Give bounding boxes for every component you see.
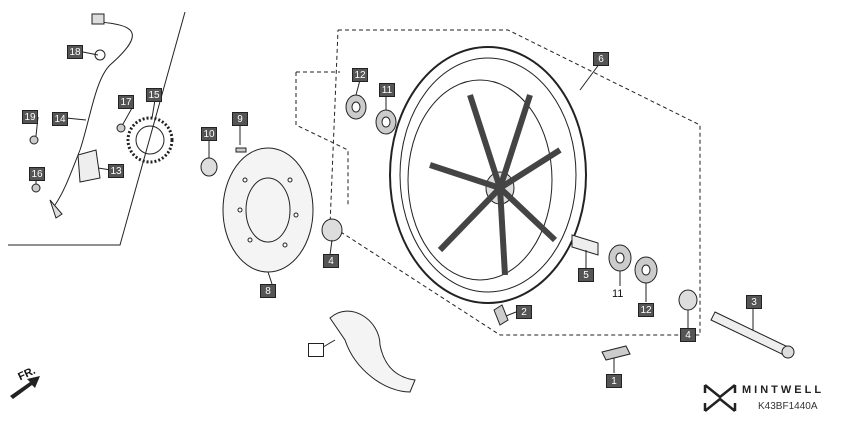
front-direction-arrow (10, 376, 40, 399)
sensor-group-frame (8, 11, 186, 246)
wheel-spokes (429, 94, 562, 276)
callout-8: 8 (260, 284, 276, 298)
callout-13: 13 (108, 164, 124, 178)
callout-3: 3 (746, 295, 762, 309)
callout-11-right: 11 (612, 288, 624, 300)
collar-4-right (678, 289, 698, 311)
callout-4-left: 4 (323, 254, 339, 268)
bolt-19-head (29, 135, 39, 145)
brake-disc-8 (222, 147, 314, 273)
pulser-ring (126, 116, 174, 164)
front-fender (329, 310, 416, 393)
wheel-group-frame (329, 29, 701, 336)
callout-10: 10 (201, 127, 217, 141)
bolt-16-head (31, 183, 41, 193)
callout-6: 6 (593, 52, 609, 66)
abs-sensor-wire (54, 21, 133, 206)
mintwell-logo-icon (703, 384, 737, 412)
callout-1: 1 (606, 374, 622, 388)
callout-12-right: 12 (638, 303, 654, 317)
callout-19: 19 (22, 110, 38, 124)
diagram-code: K43BF1440A (758, 401, 818, 412)
callout-12-left: 12 (352, 68, 368, 82)
sensor-clamp (94, 49, 106, 61)
callout-5: 5 (578, 268, 594, 282)
callout-2: 2 (516, 305, 532, 319)
callout-18: 18 (67, 45, 83, 59)
disc-bolt-9 (235, 147, 247, 153)
collar-10 (200, 157, 218, 177)
clip-1 (601, 345, 631, 361)
callout-17: 17 (118, 95, 134, 109)
callout-4-right: 4 (680, 328, 696, 342)
brand-name: MINTWELL (742, 384, 825, 396)
callout-16: 16 (29, 167, 45, 181)
valve-2 (493, 304, 509, 326)
sensor-connector (91, 13, 105, 25)
bolt-17-head (116, 123, 126, 133)
callout-11-left: 11 (379, 83, 395, 97)
collar-5 (571, 234, 599, 256)
callout-14: 14 (52, 112, 68, 126)
callout-blank (308, 343, 324, 357)
axle-3 (710, 311, 791, 357)
sensor-bracket (77, 149, 101, 183)
wheel-rim-6 (389, 46, 587, 304)
collar-4-left (321, 218, 343, 242)
callout-9: 9 (232, 112, 248, 126)
callout-15: 15 (146, 88, 162, 102)
